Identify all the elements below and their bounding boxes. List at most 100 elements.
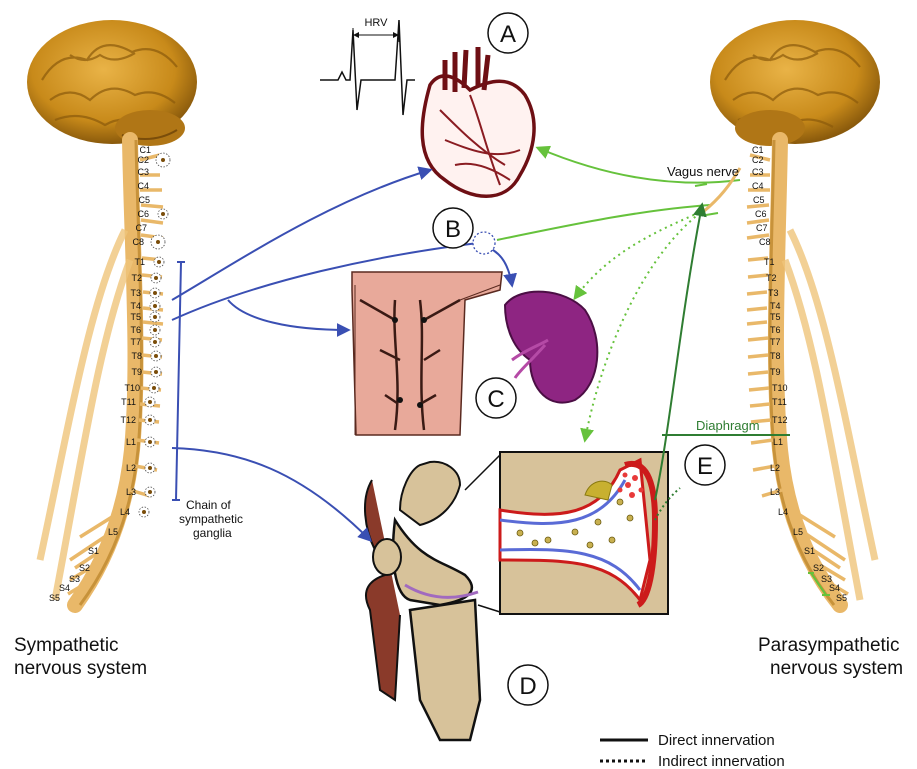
vagus-nerve-label: Vagus nerve [667, 164, 739, 179]
segment-label-right-s4: S4 [829, 583, 840, 593]
segment-label-left-s5: S5 [49, 593, 60, 603]
sympathetic-path-lymph [228, 300, 348, 330]
segment-label-left-s3: S3 [69, 574, 80, 584]
segment-label-left-t12: T12 [120, 415, 136, 425]
segment-label-left-t6: T6 [130, 325, 141, 335]
segment-label-right-t9: T9 [770, 367, 781, 377]
segment-label-left-c1: C1 [139, 145, 151, 155]
segment-label-left-l3: L3 [126, 487, 136, 497]
legend-indirect-label: Indirect innervation [658, 753, 785, 769]
segment-label-right-c2: C2 [752, 155, 764, 165]
svg-text:E: E [697, 453, 713, 480]
joint-inset [500, 452, 668, 614]
ganglion-core-t1 [157, 260, 161, 264]
svg-text:B: B [445, 216, 461, 243]
segment-label-left-t9: T9 [131, 367, 142, 377]
panel-d-marker: D [508, 665, 548, 705]
parasympathetic-title-2: nervous system [770, 658, 903, 679]
segment-label-left-t8: T8 [131, 351, 142, 361]
vagus-to-spleen-dotted [575, 210, 705, 298]
svg-text:D: D [519, 673, 536, 700]
chain-label-3: ganglia [193, 526, 232, 540]
segment-label-right-s1: S1 [804, 546, 815, 556]
chain-label-2: sympathetic [179, 512, 243, 526]
ganglion-core-c2 [161, 158, 165, 162]
ecg-trace [320, 20, 415, 115]
ganglion-core-t12 [148, 418, 152, 422]
segment-label-right-t8: T8 [770, 351, 781, 361]
right-brain [710, 20, 880, 146]
left-brain [27, 20, 197, 146]
ganglion-core-t11 [148, 400, 152, 404]
ganglion-core-l3 [148, 490, 152, 494]
segment-label-right-t12: T12 [772, 415, 788, 425]
segment-label-left-c5: C5 [138, 195, 150, 205]
segment-label-right-t3: T3 [768, 288, 779, 298]
ganglion-core-c8 [156, 240, 160, 244]
ganglion-core-l4 [142, 510, 146, 514]
ganglion-core-t8 [154, 354, 158, 358]
segment-label-left-t10: T10 [124, 383, 140, 393]
segment-label-right-t10: T10 [772, 383, 788, 393]
segment-label-left-t5: T5 [130, 312, 141, 322]
chain-label-1: Chain of [186, 498, 231, 512]
segment-label-right-l4: L4 [778, 507, 788, 517]
segment-label-left-c7: C7 [135, 223, 147, 233]
segment-label-left-t4: T4 [130, 301, 141, 311]
ganglion-core-t5 [153, 315, 157, 319]
segment-label-right-l1: L1 [773, 437, 783, 447]
panel-b-marker: B [433, 208, 473, 248]
ganglion-core-t3 [153, 291, 157, 295]
segment-label-right-c3: C3 [752, 167, 764, 177]
spleen [505, 292, 597, 403]
segment-label-right-s5: S5 [836, 593, 847, 603]
ganglion-core-t4 [153, 304, 157, 308]
ganglion-core-t6 [153, 328, 157, 332]
segment-label-left-l2: L2 [126, 463, 136, 473]
panel-c-marker: C [476, 378, 516, 418]
panel-e-marker: E [685, 445, 725, 485]
svg-text:A: A [500, 21, 516, 48]
segment-label-right-l5: L5 [793, 527, 803, 537]
legend: Direct innervation Indirect innervation [600, 732, 785, 769]
segment-label-right-l2: L2 [770, 463, 780, 473]
segment-label-left-s4: S4 [59, 583, 70, 593]
heart-illustration [422, 47, 534, 196]
ganglion-core-t2 [154, 276, 158, 280]
segment-label-left-t11: T11 [121, 397, 136, 407]
hrv-label: HRV [364, 17, 388, 29]
segment-label-right-t1: T1 [764, 257, 775, 267]
ganglion-core-c6 [161, 212, 165, 216]
segment-label-right-t2: T2 [766, 273, 777, 283]
segment-label-left-t7: T7 [130, 337, 141, 347]
node-b-junction [473, 232, 495, 254]
segment-label-left-l4: L4 [120, 507, 130, 517]
ganglion-core-t10 [152, 386, 156, 390]
segment-label-left-t2: T2 [131, 273, 142, 283]
segment-label-right-t7: T7 [770, 337, 781, 347]
segment-label-left-c3: C3 [137, 167, 149, 177]
segment-label-right-c4: C4 [752, 181, 764, 191]
sympathetic-title-1: Sympathetic [14, 635, 119, 656]
segment-label-left-c2: C2 [137, 155, 149, 165]
segment-label-left-s2: S2 [79, 563, 90, 573]
segment-label-left-t1: T1 [134, 257, 145, 267]
segment-label-left-l5: L5 [108, 527, 118, 537]
sympathetic-title-2: nervous system [14, 658, 147, 679]
segment-label-left-c4: C4 [137, 181, 149, 191]
segment-label-right-s2: S2 [813, 563, 824, 573]
segment-label-right-c1: C1 [752, 145, 764, 155]
segment-label-right-t5: T5 [770, 312, 781, 322]
diaphragm-label: Diaphragm [696, 418, 760, 433]
segment-label-right-c7: C7 [756, 223, 768, 233]
segment-label-left-c8: C8 [132, 237, 144, 247]
svg-text:C: C [487, 386, 504, 413]
ganglion-core-t9 [154, 370, 158, 374]
segment-label-right-c8: C8 [759, 237, 771, 247]
ganglion-core-t7 [153, 340, 157, 344]
segment-label-right-t4: T4 [770, 301, 781, 311]
segment-label-right-c5: C5 [753, 195, 765, 205]
segment-label-right-c6: C6 [755, 209, 767, 219]
parasympathetic-title-1: Parasympathetic [758, 635, 900, 656]
